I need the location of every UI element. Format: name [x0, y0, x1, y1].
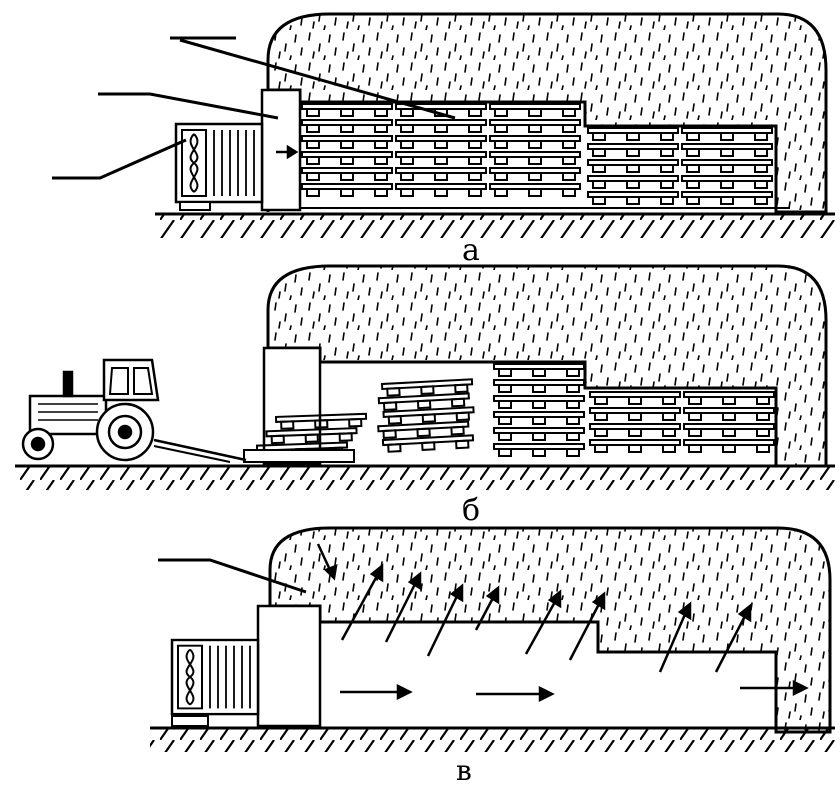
air-flow-arrow-icon	[340, 679, 809, 703]
panel-b-pallet-stacks	[243, 363, 775, 463]
panel-v-air-channel	[320, 620, 778, 728]
panel-v-air-duct	[256, 604, 322, 728]
panel-a-insulation-cover	[266, 12, 828, 214]
fan-icon	[170, 638, 260, 716]
panel-v-diagram	[150, 526, 835, 752]
panel-a-leader-lines	[52, 36, 456, 180]
panel-b-air-duct	[262, 346, 322, 466]
air-flow-arrow-icon	[316, 543, 752, 673]
tractor-icon	[21, 358, 247, 463]
panel-a-hatch	[155, 214, 835, 238]
air-flow-arrow-icon	[276, 144, 299, 160]
panel-v-label: в	[456, 754, 472, 787]
panel-v-insulation-cover	[268, 526, 832, 734]
panel-v-hatch	[150, 728, 835, 752]
panel-v-leader-lines	[158, 558, 307, 594]
panel-b-hatch	[15, 466, 835, 490]
panel-b-diagram	[15, 264, 835, 490]
fan-icon	[174, 122, 264, 204]
panel-a-label: а	[462, 233, 480, 268]
panel-a-diagram	[52, 12, 835, 238]
panel-b-label: б	[462, 493, 480, 528]
panel-b-insulation-cover	[266, 264, 828, 468]
